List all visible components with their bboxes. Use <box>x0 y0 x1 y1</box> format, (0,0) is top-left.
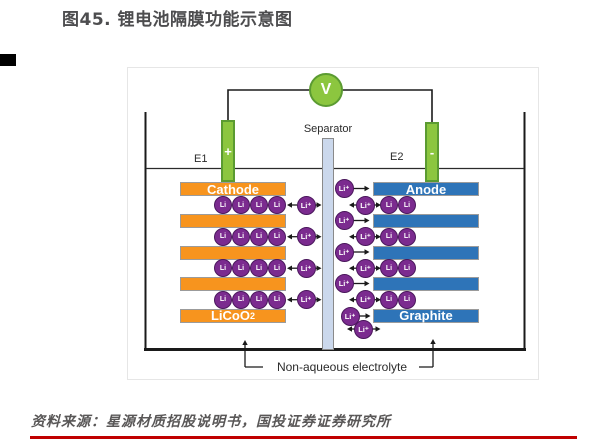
free-lithium-ion: Li⁺ <box>356 227 375 247</box>
e2-label: E2 <box>390 151 404 163</box>
anode-bar: Anode <box>373 182 479 196</box>
voltmeter-wire-right <box>342 89 433 122</box>
lithium-ion: Li <box>232 196 250 214</box>
lithium-ion: Li <box>232 259 250 278</box>
lithium-ion: Li <box>380 196 398 214</box>
voltmeter-icon: V <box>309 73 343 107</box>
lithium-ion: Li <box>380 259 398 278</box>
separator-bar <box>322 138 334 350</box>
lithium-ion: Li <box>250 259 268 278</box>
free-lithium-ion: Li⁺ <box>296 227 316 247</box>
free-lithium-ion: Li⁺ <box>354 319 373 339</box>
cathode-bar: Cathode <box>180 182 286 196</box>
anode-plate-bar <box>373 214 479 228</box>
electrolyte-label: Non-aqueous electrolyte <box>271 360 413 374</box>
cathode-plate-bar <box>180 245 286 260</box>
lithium-ion: Li <box>250 196 268 214</box>
lithium-ion: Li <box>214 290 232 309</box>
bar-label: LiCoO <box>210 308 250 323</box>
cathode-plate-bar <box>180 277 286 291</box>
lithium-ion: Li <box>232 227 250 246</box>
red-rule <box>30 436 577 439</box>
lithium-ion: Li <box>398 290 416 309</box>
free-lithium-ion: Li⁺ <box>356 258 375 278</box>
lithium-ion: Li <box>398 227 416 246</box>
graphite-bar: Graphite <box>373 308 479 323</box>
free-lithium-ion: Li⁺ <box>334 211 354 230</box>
separator-label: Separator <box>303 123 353 135</box>
e1-label: E1 <box>194 153 208 165</box>
tank-walls <box>144 112 526 350</box>
free-lithium-ion: Li⁺ <box>296 258 316 278</box>
lithium-ion: Li <box>268 259 286 278</box>
free-lithium-ion: Li⁺ <box>356 195 375 215</box>
free-lithium-ion: Li⁺ <box>334 242 354 262</box>
anode-plate-bar <box>373 277 479 291</box>
electrode-e1: + <box>221 120 235 182</box>
free-lithium-ion: Li⁺ <box>334 274 354 293</box>
lithium-ion: Li <box>250 290 268 309</box>
free-lithium-ion: Li⁺ <box>334 179 354 198</box>
free-lithium-ion: Li⁺ <box>340 306 360 326</box>
minus-sign: - <box>429 144 435 160</box>
bar-label: Cathode <box>207 181 259 197</box>
lithium-ion: Li <box>268 227 286 246</box>
source-note: 资料来源：星源材质招股说明书，国投证券证券研究所 <box>31 414 391 430</box>
free-lithium-ion: Li⁺ <box>296 290 316 310</box>
lithium-ion: Li <box>380 227 398 246</box>
figure-title: 图45. 锂电池隔膜功能示意图 <box>62 10 293 30</box>
lithium-ion: Li <box>380 290 398 309</box>
bar-label: Graphite <box>399 308 453 323</box>
cathode-plate-bar <box>180 214 286 228</box>
lithium-ion: Li <box>268 290 286 309</box>
lithium-ion: Li <box>214 227 232 246</box>
electrode-e2: - <box>425 122 439 182</box>
lithium-ion: Li <box>232 290 250 309</box>
accent-bar <box>0 54 16 66</box>
bar-label: Anode <box>405 181 447 197</box>
ion-arrows <box>242 185 436 367</box>
lithium-ion: Li <box>398 259 416 278</box>
anode-plate-bar <box>373 245 479 260</box>
lithium-ion: Li <box>268 196 286 214</box>
free-lithium-ion: Li⁺ <box>356 290 375 310</box>
lithium-ion: Li <box>214 259 232 278</box>
voltmeter-wire-left <box>227 89 310 120</box>
free-lithium-ion: Li⁺ <box>296 195 316 215</box>
lithium-ion: Li <box>250 227 268 246</box>
lithium-ion: Li <box>398 196 416 214</box>
plus-sign: + <box>224 143 232 159</box>
lithium-ion: Li <box>214 196 232 214</box>
